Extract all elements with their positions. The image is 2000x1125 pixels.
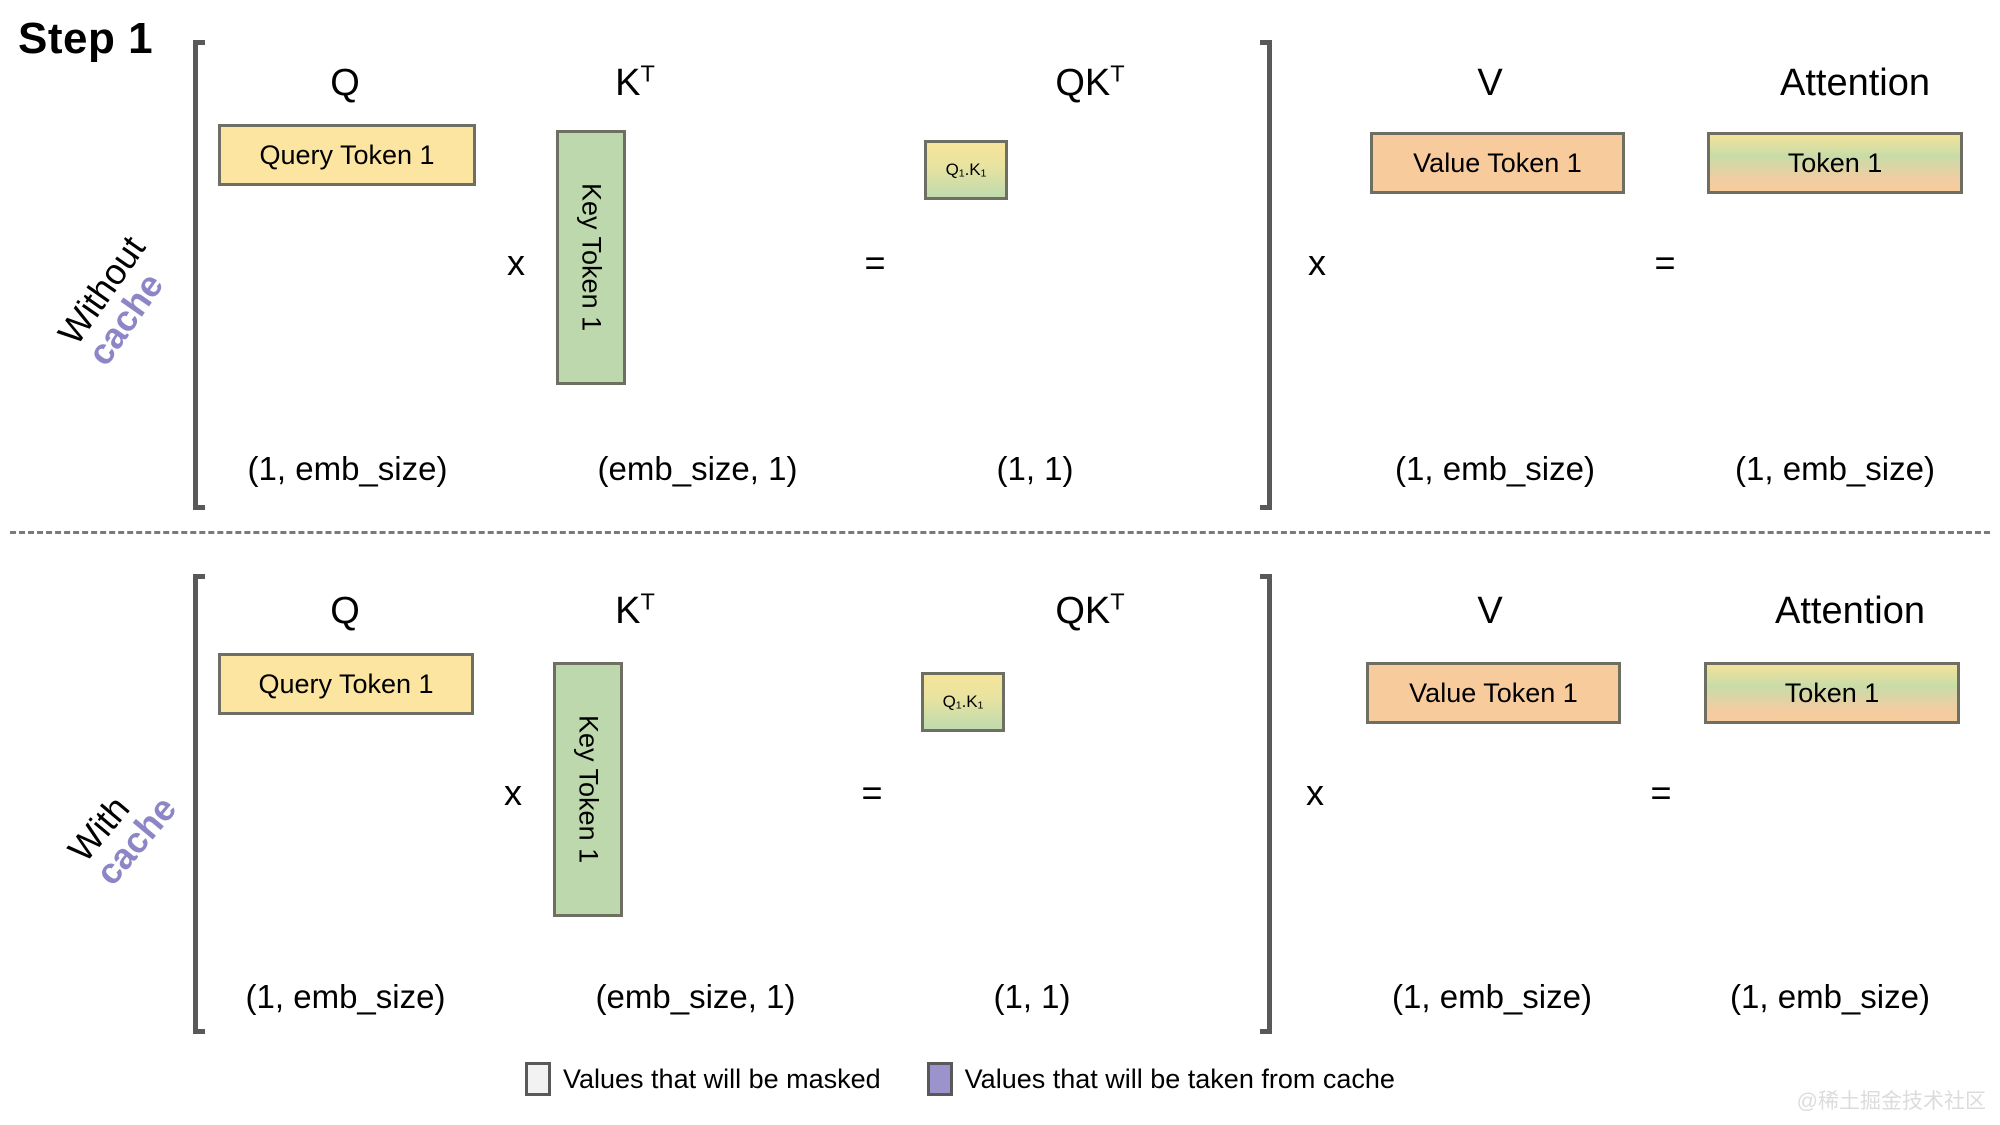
legend-swatch-cached-icon [926, 1062, 953, 1096]
header-q-row2-text: Q [330, 590, 360, 632]
header-kt-row1-base: K [615, 62, 641, 104]
header-qkt-row2-sup: T [1110, 588, 1125, 615]
operator-equals-left-row1: = [855, 242, 895, 284]
dim-qk-row2-text: (1, 1) [993, 978, 1071, 1015]
matrix-attention-token1-row1[interactable]: Token 1 [1707, 132, 1963, 194]
header-v-row2-text: V [1477, 590, 1503, 632]
matrix-v-token1-row1-label: Value Token 1 [1413, 147, 1582, 178]
operator-multiply-left-row2-text: x [504, 772, 522, 813]
header-kt-row2-sup: T [640, 588, 655, 615]
header-kt-row2: KT [575, 590, 695, 633]
header-qkt-row1-base: QK [1055, 62, 1111, 104]
matrix-q-token1-row1[interactable]: Query Token 1 [218, 124, 476, 186]
header-qkt-row1-sup: T [1110, 60, 1125, 87]
legend-item-masked: Values that will be masked [525, 1062, 881, 1096]
matrix-k-token1-row2[interactable]: Key Token 1 [553, 662, 623, 917]
header-q-row2: Q [215, 590, 475, 633]
dim-k-row1-text: (emb_size, 1) [597, 450, 798, 487]
header-qkt-row2-base: QK [1055, 590, 1111, 632]
dim-attention-row2: (1, emb_size) [1690, 978, 1970, 1016]
matrix-attention-token1-row2-label: Token 1 [1784, 677, 1880, 708]
row-label-without-cache: Without cache [50, 228, 181, 372]
operator-multiply-right-row1: x [1297, 242, 1337, 284]
bracket-left-row2 [193, 574, 205, 1034]
matrix-q-token1-row1-label: Query Token 1 [259, 139, 435, 170]
dim-q-row2-text: (1, emb_size) [245, 978, 446, 1015]
matrix-attention-token1-row2[interactable]: Token 1 [1704, 662, 1960, 724]
dim-attention-row1: (1, emb_size) [1695, 450, 1975, 488]
dim-attention-row2-text: (1, emb_size) [1730, 978, 1930, 1015]
matrix-qk-row1-label: Q₁.K₁ [945, 160, 987, 179]
header-qkt-row2: QKT [1000, 590, 1180, 633]
operator-multiply-right-row2: x [1295, 772, 1335, 814]
legend-swatch-masked-icon [525, 1062, 551, 1096]
dim-q-row2: (1, emb_size) [208, 978, 483, 1016]
row-label-with-cache: With cache [60, 767, 185, 893]
matrix-q-token1-row2-label: Query Token 1 [258, 668, 434, 699]
matrix-k-token1-row1-label: Key Token 1 [576, 183, 607, 332]
operator-multiply-left-row1: x [496, 242, 536, 284]
dim-qk-row1-text: (1, 1) [996, 450, 1074, 487]
legend: Values that will be masked Values that w… [525, 1062, 1395, 1096]
dim-q-row1: (1, emb_size) [210, 450, 485, 488]
matrix-qk-row1[interactable]: Q₁.K₁ [924, 140, 1008, 200]
page-title: Step 1 [18, 14, 154, 63]
bracket-right-row1 [1260, 40, 1272, 510]
operator-equals-left-row1-text: = [864, 242, 886, 283]
operator-multiply-left-row1-text: x [507, 242, 525, 283]
dim-qk-row1: (1, 1) [955, 450, 1115, 488]
header-v-row1-text: V [1477, 62, 1503, 104]
header-q-row1-text: Q [330, 62, 360, 104]
header-attention-row2-text: Attention [1775, 590, 1925, 632]
operator-multiply-right-row1-text: x [1308, 242, 1326, 283]
bracket-right-row2 [1260, 574, 1272, 1034]
dim-k-row2: (emb_size, 1) [558, 978, 833, 1016]
operator-equals-right-row1: = [1645, 242, 1685, 284]
dim-v-row1: (1, emb_size) [1355, 450, 1635, 488]
header-kt-row1: KT [575, 62, 695, 105]
matrix-qk-row2-label: Q₁.K₁ [942, 692, 984, 711]
header-kt-row2-base: K [615, 590, 641, 632]
dim-v-row2-text: (1, emb_size) [1392, 978, 1592, 1015]
header-q-row1: Q [215, 62, 475, 105]
operator-equals-right-row1-text: = [1654, 242, 1676, 283]
legend-label-masked: Values that will be masked [563, 1063, 881, 1094]
legend-label-cached: Values that will be taken from cache [964, 1063, 1395, 1094]
matrix-v-token1-row2-label: Value Token 1 [1409, 677, 1578, 708]
dim-attention-row1-text: (1, emb_size) [1735, 450, 1935, 487]
header-kt-row1-sup: T [640, 60, 655, 87]
matrix-k-token1-row2-label: Key Token 1 [573, 715, 604, 864]
matrix-qk-row2[interactable]: Q₁.K₁ [921, 672, 1005, 732]
operator-equals-left-row2-text: = [861, 772, 883, 813]
matrix-k-token1-row1[interactable]: Key Token 1 [556, 130, 626, 385]
matrix-v-token1-row2[interactable]: Value Token 1 [1366, 662, 1621, 724]
dim-v-row1-text: (1, emb_size) [1395, 450, 1595, 487]
header-qkt-row1: QKT [1000, 62, 1180, 105]
operator-multiply-left-row2: x [493, 772, 533, 814]
dim-k-row1: (emb_size, 1) [560, 450, 835, 488]
dim-v-row2: (1, emb_size) [1352, 978, 1632, 1016]
header-v-row2: V [1370, 590, 1610, 633]
operator-equals-left-row2: = [852, 772, 892, 814]
matrix-q-token1-row2[interactable]: Query Token 1 [218, 653, 474, 715]
dim-q-row1-text: (1, emb_size) [247, 450, 448, 487]
header-attention-row2: Attention [1710, 590, 1990, 633]
operator-equals-right-row2-text: = [1650, 772, 1672, 813]
dim-k-row2-text: (emb_size, 1) [595, 978, 796, 1015]
legend-item-cached: Values that will be taken from cache [926, 1062, 1395, 1096]
header-attention-row1: Attention [1715, 62, 1995, 105]
matrix-v-token1-row1[interactable]: Value Token 1 [1370, 132, 1625, 194]
operator-multiply-right-row2-text: x [1306, 772, 1324, 813]
header-v-row1: V [1370, 62, 1610, 105]
row-divider [10, 531, 1990, 534]
header-attention-row1-text: Attention [1780, 62, 1930, 104]
dim-qk-row2: (1, 1) [952, 978, 1112, 1016]
operator-equals-right-row2: = [1641, 772, 1681, 814]
matrix-attention-token1-row1-label: Token 1 [1787, 147, 1883, 178]
watermark: @稀土掘金技术社区 [1796, 1090, 1986, 1113]
bracket-left-row1 [193, 40, 205, 510]
